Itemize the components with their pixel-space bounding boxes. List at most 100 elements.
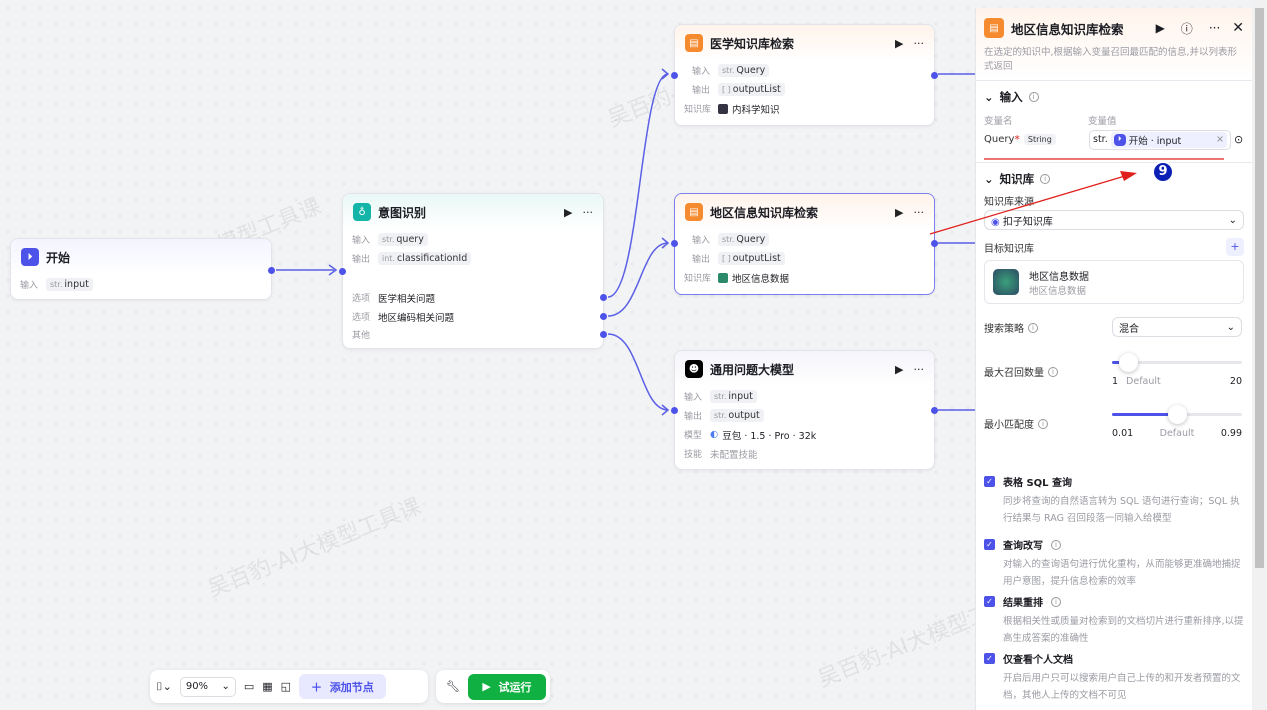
kb-source-select[interactable]: ◉ 扣子知识库⌄: [984, 210, 1244, 230]
output-port[interactable]: [268, 267, 275, 274]
label: 输出: [692, 86, 711, 96]
wrench-icon[interactable]: 🔧︎: [446, 680, 460, 693]
kb-name: 地区信息数据: [732, 273, 790, 285]
other-port[interactable]: [600, 331, 607, 338]
checkbox[interactable]: ✓: [984, 596, 995, 607]
min-label: 0.01: [1112, 428, 1134, 439]
checkbox[interactable]: ✓: [984, 476, 995, 487]
slider-handle[interactable]: [1118, 353, 1138, 372]
option-title: 结果重排: [1003, 598, 1043, 609]
run-icon[interactable]: ▶: [895, 36, 904, 50]
kb-card[interactable]: 地区信息数据地区信息数据: [984, 260, 1244, 304]
select-value: 扣子知识库: [1002, 216, 1053, 228]
var: input: [64, 279, 89, 290]
section-title: 输入: [999, 90, 1023, 104]
globe-icon: [993, 269, 1019, 295]
zoom-select[interactable]: 90%⌄: [179, 676, 236, 697]
more-icon[interactable]: ···: [913, 362, 925, 376]
column-header: 变量值: [1088, 116, 1117, 127]
chevron-down-icon[interactable]: ⌄: [984, 90, 994, 104]
section-title: 知识库: [999, 172, 1035, 186]
more-icon[interactable]: ···: [582, 205, 594, 219]
panel-description: 在选定的知识中,根据输入变量召回最匹配的信息,并以列表形式返回: [984, 47, 1238, 72]
node-title: 通用问题大模型: [710, 362, 795, 377]
help-icon[interactable]: ⓘ: [1180, 21, 1193, 36]
coze-icon: ◉: [991, 216, 1000, 228]
info-icon: i: [1038, 418, 1048, 429]
mouse-mode-icon[interactable]: ⌷⌄: [156, 679, 172, 693]
scrollbar[interactable]: [1252, 0, 1267, 710]
add-kb-button[interactable]: +: [1226, 238, 1244, 256]
slider-handle[interactable]: [1168, 405, 1187, 424]
label: 输入: [20, 281, 39, 291]
layout-icon[interactable]: ▦: [262, 680, 273, 693]
label: 输入: [692, 67, 711, 77]
add-node-button[interactable]: ＋ 添加节点: [299, 674, 386, 699]
kb-name: 内科学知识: [732, 104, 780, 116]
var-value-field[interactable]: str. ⏵开始 · input ×: [1089, 129, 1231, 150]
type: str.: [714, 411, 727, 420]
info-icon: i: [1051, 596, 1061, 607]
edge-intent-med: [607, 73, 669, 298]
edge-intent-region: [607, 242, 669, 317]
run-icon[interactable]: ▶: [895, 205, 904, 219]
input-port[interactable]: [671, 72, 678, 79]
var-ref: 开始 · input: [1128, 135, 1182, 147]
label: 输入: [692, 236, 711, 246]
knowledge-icon: ▤: [984, 18, 1004, 38]
run-toolbar: 🔧︎ ▶ 试运行: [436, 670, 550, 703]
option-port[interactable]: [600, 313, 607, 320]
output-port[interactable]: [931, 240, 938, 247]
minimap-icon[interactable]: ◱: [280, 680, 292, 693]
input-port[interactable]: [339, 268, 346, 275]
min-score-slider[interactable]: [1112, 405, 1242, 424]
option-desc: 对输入的查询语句进行优化重构，从而能够更准确地捕捉用户意图，提升信息检索的效率: [1003, 559, 1241, 587]
start-icon: ⏵: [21, 248, 39, 266]
clear-icon[interactable]: ×: [1216, 134, 1224, 145]
test-run-button[interactable]: ▶ 试运行: [467, 673, 546, 700]
type: str.: [714, 392, 727, 401]
run-icon[interactable]: ▶: [895, 362, 904, 376]
label: 输入: [352, 236, 371, 246]
type-prefix: str.: [1093, 134, 1108, 145]
input-port[interactable]: [671, 240, 678, 247]
button-label: 添加节点: [329, 680, 374, 694]
strategy-select[interactable]: 混合⌄: [1112, 317, 1242, 337]
type: [ ]: [722, 85, 731, 94]
checkbox[interactable]: ✓: [984, 539, 995, 550]
more-icon[interactable]: ···: [1208, 21, 1221, 35]
option-desc: 根据相关性或质量对检索到的文档切片进行重新排序,以提高生成答案的准确性: [1003, 616, 1244, 644]
field-label: 目标知识库: [984, 243, 1034, 255]
type: str.: [50, 280, 63, 289]
more-icon[interactable]: ···: [913, 36, 925, 50]
checkbox[interactable]: ✓: [984, 653, 995, 664]
model-name: 豆包 · 1.5 · Pro · 32k: [722, 430, 817, 442]
option-desc: 开启后用户只可以搜索用户自己上传的和开发者预置的文档，其他人上传的文档不可见: [1003, 673, 1241, 701]
field-label: 最大召回数量: [984, 368, 1044, 379]
run-icon[interactable]: ▶: [1155, 21, 1165, 35]
run-icon[interactable]: ▶: [564, 205, 573, 219]
option-desc: 同步将查询的自然语言转为 SQL 语句进行查询；SQL 执行结果与 RAG 召回…: [1003, 496, 1240, 524]
max-recall-slider[interactable]: [1112, 353, 1242, 372]
output-port[interactable]: [931, 72, 938, 79]
more-icon[interactable]: ···: [913, 205, 925, 219]
chevron-down-icon[interactable]: ⌄: [984, 172, 994, 186]
option-port[interactable]: [600, 294, 607, 301]
start-icon: ⏵: [1113, 133, 1126, 146]
label: 模型: [684, 431, 703, 441]
output-port[interactable]: [931, 407, 938, 414]
doubao-icon: ◐: [710, 429, 719, 440]
annotation-badge: 9: [1152, 161, 1174, 183]
label: 其他: [352, 330, 371, 341]
option-title: 仅查看个人文档: [1003, 655, 1073, 666]
comment-icon[interactable]: ▭: [243, 680, 255, 693]
label: 知识库: [684, 274, 712, 284]
close-icon[interactable]: ✕: [1232, 20, 1244, 36]
target-icon[interactable]: ⊙: [1234, 133, 1244, 146]
input-port[interactable]: [671, 407, 678, 414]
